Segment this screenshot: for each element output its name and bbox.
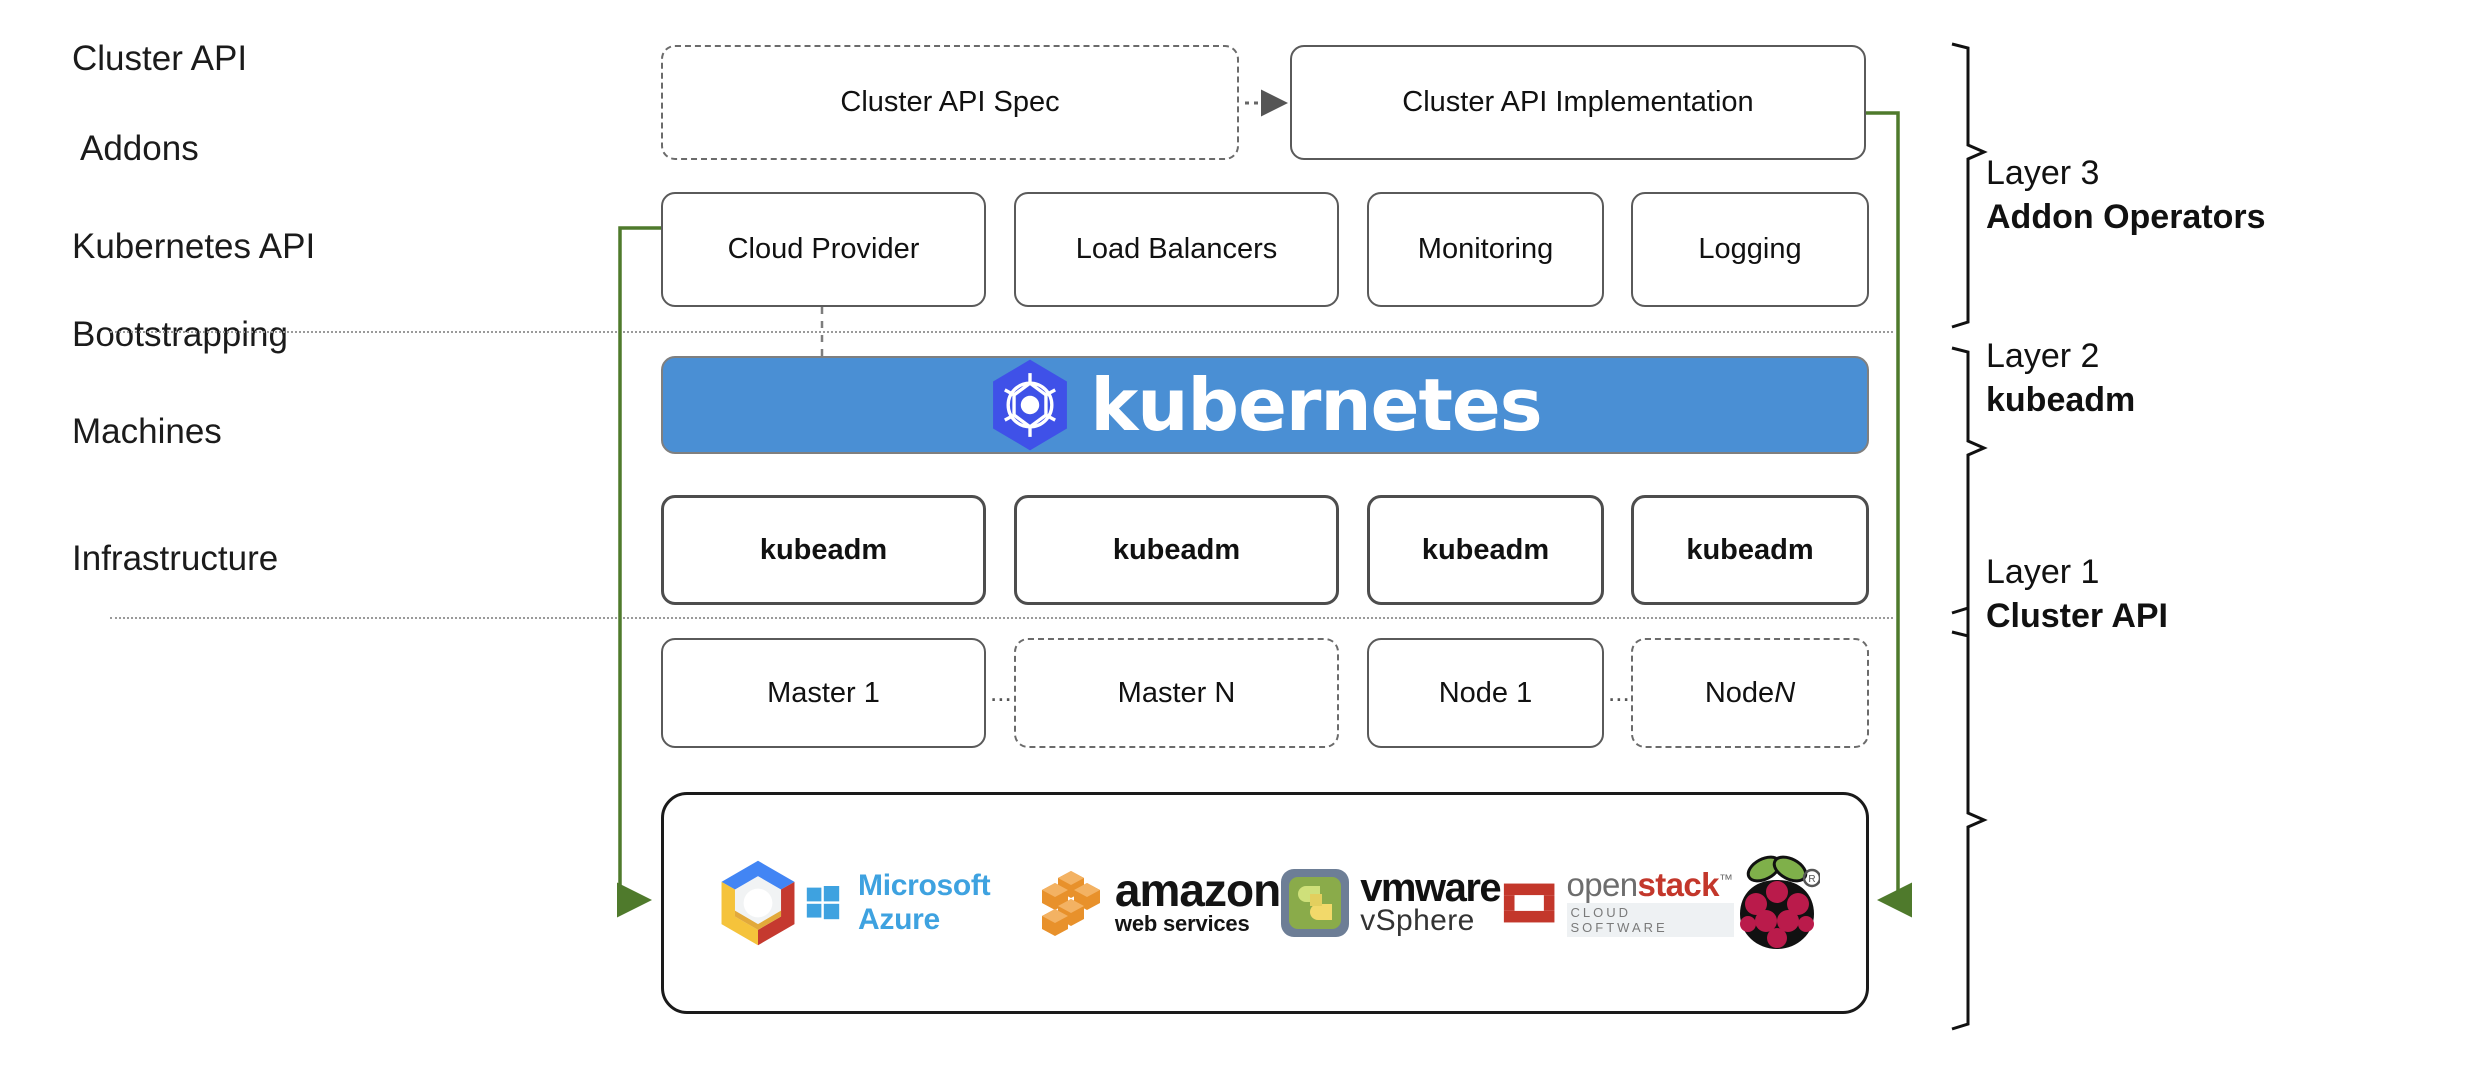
row-label-infrastructure: Infrastructure — [72, 539, 279, 578]
cluster-api-implementation-box[interactable]: Cluster API Implementation — [1290, 45, 1866, 160]
machine-box-node-n[interactable]: Node N — [1631, 638, 1869, 748]
layer-2-name: kubeadm — [1986, 380, 2136, 419]
bracket-layer-2 — [1951, 346, 1988, 615]
machines-ellipsis-2: ... — [1608, 677, 1630, 707]
node-n-italic-tail: N — [1774, 676, 1796, 709]
addon-box-load-balancers[interactable]: Load Balancers — [1014, 192, 1339, 307]
layer-1-number: Layer 1 — [1986, 553, 2100, 591]
openstack-logo: openstack™ CLOUD SOFTWARE — [1500, 865, 1734, 938]
webservices-wordmark: web services — [1114, 911, 1250, 937]
infrastructure-logo-row: Microsoft Azure — [664, 795, 1866, 1011]
kubeadm-box-2[interactable]: kubeadm — [1014, 495, 1339, 605]
amazon-wordmark: amazon — [1114, 863, 1281, 916]
row-label-bootstrapping: Bootstrapping — [72, 315, 288, 354]
kubernetes-helm-wheel-icon — [988, 358, 1072, 452]
kubeadm-box-3[interactable]: kubeadm — [1367, 495, 1604, 605]
openstack-wordmark-accent: stack — [1637, 865, 1720, 903]
azure-wordmark: Microsoft Azure — [858, 869, 991, 936]
node-n-text: Node — [1704, 676, 1775, 709]
cluster-api-spec-box[interactable]: Cluster API Spec — [661, 45, 1239, 160]
machine-box-master-n[interactable]: Master N — [1014, 638, 1339, 748]
machine-box-master-1[interactable]: Master 1 — [661, 638, 986, 748]
row-label-addons: Addons — [80, 129, 199, 168]
layer-3-name: Addon Operators — [1986, 197, 2266, 236]
row-label-cluster-api: Cluster API — [72, 39, 248, 78]
layer-label-2: Layer 2 kubeadm — [1986, 335, 2135, 422]
machine-box-node-1[interactable]: Node 1 — [1367, 638, 1604, 748]
layer-1-name: Cluster API — [1986, 596, 2169, 635]
layer-label-3: Layer 3 Addon Operators — [1986, 152, 2266, 239]
section-divider-bootstrap-machines — [110, 617, 1893, 619]
infrastructure-panel: Microsoft Azure — [661, 792, 1869, 1014]
connector-cloud-provider-to-infrastructure — [617, 226, 661, 918]
microsoft-azure-logo: Microsoft Azure — [806, 869, 1037, 937]
kubernetes-api-banner: kubernetes — [661, 356, 1869, 454]
raspberry-pi-logo: R — [1734, 852, 1820, 954]
openstack-tagline: CLOUD SOFTWARE — [1566, 903, 1734, 938]
vmware-wordmark: vmware — [1360, 866, 1501, 910]
svg-text:R: R — [1808, 874, 1815, 885]
row-label-kubernetes-api: Kubernetes API — [72, 227, 316, 266]
bracket-layer-1 — [1951, 546, 1988, 1031]
layer-3-number: Layer 3 — [1986, 154, 2100, 192]
vmware-vsphere-logo: vmware vSphere — [1280, 866, 1502, 938]
connector-implementation-to-infrastructure — [1866, 111, 1912, 918]
bracket-layer-3 — [1951, 42, 1988, 329]
amazon-web-services-logo: amazon web services — [1037, 863, 1281, 937]
row-label-machines: Machines — [72, 412, 222, 451]
addon-box-cloud-provider[interactable]: Cloud Provider — [661, 192, 986, 307]
machines-ellipsis-1: ... — [990, 677, 1012, 707]
layer-label-1: Layer 1 Cluster API — [1986, 551, 2168, 638]
addon-box-monitoring[interactable]: Monitoring — [1367, 192, 1604, 307]
google-cloud-platform-logo — [710, 855, 806, 951]
layer-2-number: Layer 2 — [1986, 337, 2100, 375]
kubeadm-box-4[interactable]: kubeadm — [1631, 495, 1869, 605]
vsphere-wordmark: vSphere — [1360, 904, 1475, 937]
kubeadm-box-1[interactable]: kubeadm — [661, 495, 986, 605]
openstack-wordmark: openstack™ — [1566, 865, 1733, 903]
addon-box-logging[interactable]: Logging — [1631, 192, 1869, 307]
section-divider-addons-kubernetes — [110, 331, 1893, 333]
kubernetes-wordmark: kubernetes — [1090, 363, 1542, 447]
